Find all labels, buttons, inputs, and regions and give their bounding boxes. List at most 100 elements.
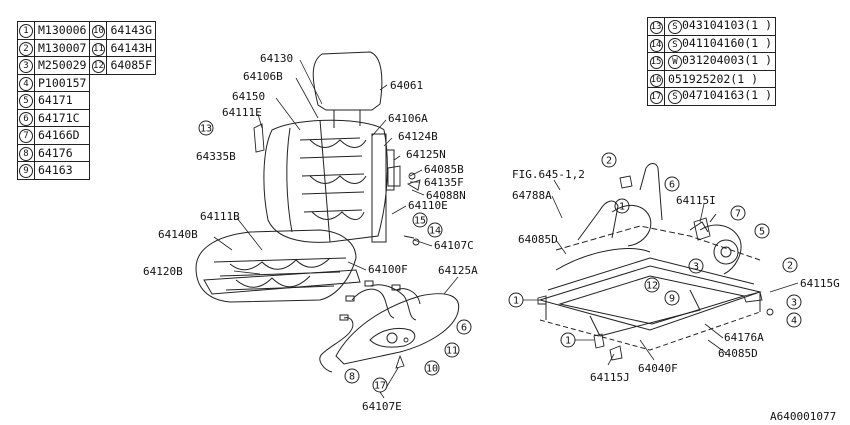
svg-text:3: 3 [791,298,797,309]
svg-text:6: 6 [461,323,467,334]
callout-14: 14 [427,222,443,238]
row-number: 7 [19,129,33,144]
label-64140b: 64140B [158,228,198,241]
callout-8: 8 [344,368,360,384]
part-number: 64085F [106,56,157,75]
part-number: M250029 [33,56,91,75]
label-64176a: 64176A [724,331,764,344]
part-number: 64163 [33,161,91,180]
row-number: 4 [19,76,33,91]
prefix-mark: S [668,37,682,52]
svg-text:2: 2 [606,156,612,167]
side-cover-illustration [335,293,460,365]
callout-9: 9 [664,290,680,306]
label-64125a: 64125A [438,264,478,277]
part-number: 041104160(1 ) [682,35,773,50]
label-64115g: 64115G [800,277,840,290]
label-64115j: 64115J [590,371,630,384]
part-number: 051925202(1 ) [668,71,759,86]
callout-13: 13 [198,120,214,136]
seat-cushion-illustration [195,229,361,303]
seat-frame-illustration [538,163,762,351]
label-64135f: 64135F [424,176,464,189]
callout-2: 2 [782,257,798,273]
row-number: 2 [19,41,33,56]
wiring-harness-illustration [319,280,421,373]
label-64106b: 64106B [243,70,283,83]
part-number: 64176 [33,143,91,162]
label-64107e: 64107E [362,400,402,413]
svg-text:4: 4 [791,316,797,327]
svg-text:17: 17 [374,381,386,392]
callout-1: 1 [614,198,630,214]
callout-10: 10 [424,360,440,376]
svg-text:10: 10 [426,364,438,375]
callout-5: 5 [754,223,770,239]
svg-text:5: 5 [759,227,765,238]
label-64110e: 64110E [408,199,448,212]
row-number: 6 [19,111,33,126]
svg-text:2: 2 [787,261,793,272]
label-64111e: 64111E [222,106,262,119]
row-number: 16 [649,73,663,87]
label-64088n: 64088N [426,189,466,202]
callout-11: 11 [444,342,460,358]
svg-text:13: 13 [200,124,212,135]
callout-1: 1 [560,332,594,348]
part-number: 64171 [33,91,91,110]
row-number: 9 [19,164,33,179]
label-64125n: 64125N [406,148,446,161]
callout-2: 2 [601,152,617,168]
label-64107c: 64107C [434,239,474,252]
svg-text:14: 14 [429,226,441,237]
table-row: 5 64171 [17,91,156,110]
label-64085d: 64085D [518,233,558,246]
callout-4: 4 [786,312,802,328]
table-row: 3 M250029 12 64085F [17,56,157,75]
prefix-mark: W [668,55,682,70]
row-number: 8 [19,146,33,161]
row-number: 5 [19,94,33,109]
callout-6: 6 [456,319,472,335]
part-number: 64171C [33,108,91,127]
row-number: 13 [649,21,663,35]
prefix-mark: S [668,90,682,105]
row-number: 15 [649,56,663,70]
row-number: 14 [649,38,663,52]
part-number: P100157 [33,73,91,92]
svg-text:7: 7 [735,209,741,220]
table-row: 6 64171C [17,108,156,127]
table-row: 2 M130007 11 64143H [17,38,157,57]
table-row: 8 64176 [17,143,156,162]
label-fig-reference: FIG.645-1,2 [512,168,585,181]
callout-12: 12 [644,277,660,293]
callout-3: 3 [688,258,704,274]
row-number: 12 [91,60,105,74]
callout-17: 17 [372,377,388,393]
callout-3: 3 [786,294,802,310]
table-row: 7 64166D [17,126,156,145]
callout-1: 1 [508,292,540,308]
label-64100f: 64100F [368,263,408,276]
callout-7: 7 [730,205,746,221]
drawing-reference-number: A640001077 [770,410,836,423]
row-number: 10 [91,25,105,39]
svg-text:3: 3 [693,262,699,273]
svg-text:12: 12 [646,281,658,292]
part-number: 031204003(1 ) [682,53,773,68]
row-number: 3 [19,59,33,74]
callout-15: 15 [412,212,428,228]
label-64085d: 64085D [718,347,758,360]
hardware-details [253,123,774,399]
label-64124b: 64124B [398,130,438,143]
svg-text:8: 8 [349,372,355,383]
part-number: M130007 [33,38,91,57]
row-number: 17 [649,91,663,105]
headrest-illustration [312,51,383,128]
